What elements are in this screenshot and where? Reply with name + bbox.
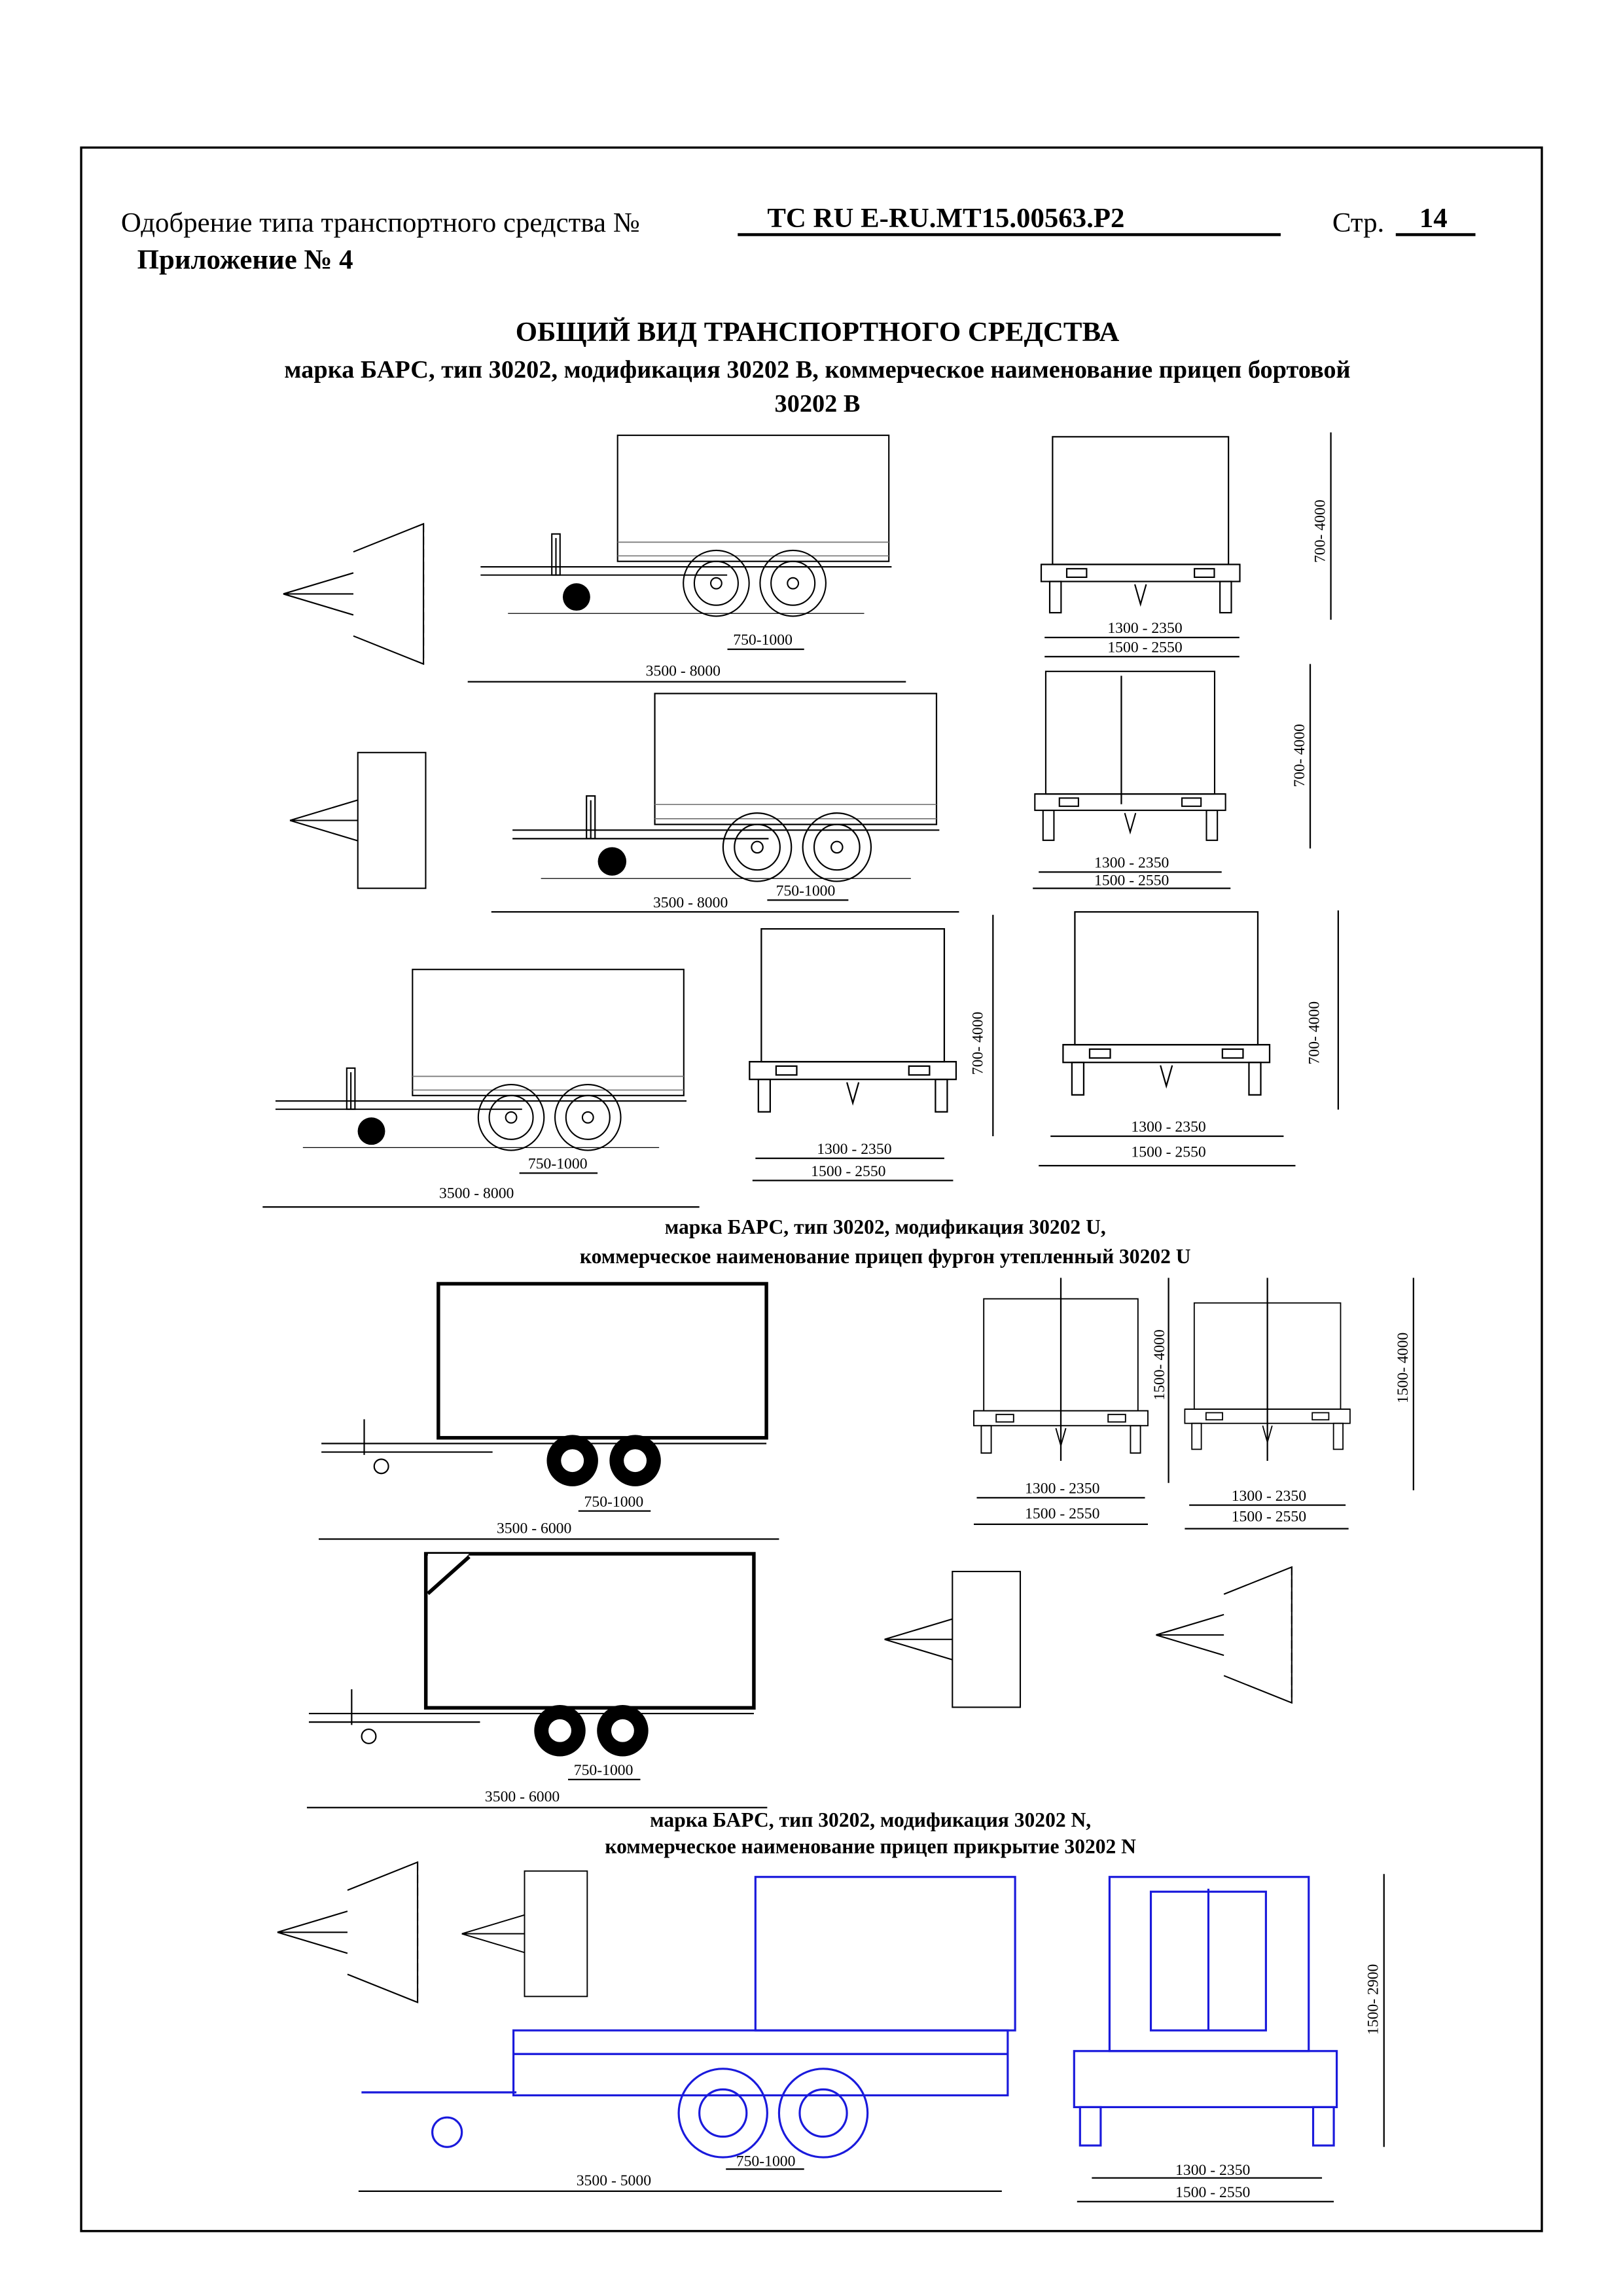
track-label: 1300 - 2350: [1094, 855, 1169, 872]
appendix-label: Приложение № 4: [137, 244, 353, 275]
drawing-30202u-top-view-b: [1155, 1566, 1293, 1704]
wheelbase-label: 750-1000: [574, 1762, 633, 1779]
drawing-30202b-rear-view-3a: [749, 927, 957, 1113]
approval-prefix: Одобрение типа транспортного средства №: [121, 207, 640, 238]
section-b-caption-1: марка БАРС, тип 30202, модификация 30202…: [284, 356, 1350, 384]
width-label: 1500 - 2550: [1107, 639, 1182, 656]
section-b-caption-2: 30202 В: [775, 390, 861, 418]
section-u-caption-2: коммерческое наименование прицеп фургон …: [580, 1245, 1191, 1268]
track-label: 1300 - 2350: [817, 1141, 891, 1158]
page-number: 14: [1419, 203, 1448, 234]
drawing-30202b-rear-view-2: [1034, 670, 1226, 841]
drawing-30202u-top-view-a: [883, 1570, 1022, 1708]
height-label: 700- 4000: [1306, 1001, 1323, 1065]
length-label: 3500 - 6000: [485, 1789, 560, 1806]
length-label: 3500 - 8000: [653, 895, 728, 912]
drawing-30202b-side-view-1: [480, 434, 893, 617]
wheelbase-label: 750-1000: [736, 2153, 796, 2170]
section-u-caption-1: марка БАРС, тип 30202, модификация 30202…: [665, 1215, 1106, 1238]
drawing-30202b-side-view-2: [511, 692, 940, 882]
drawing-30202u-side-view-1: [321, 1283, 766, 1486]
length-label: 3500 - 6000: [497, 1520, 571, 1537]
section-n-caption-2: коммерческое наименование прицеп прикрыт…: [605, 1835, 1136, 1858]
drawing-30202u-side-view-2: [309, 1554, 754, 1756]
width-label: 1500 - 2550: [1131, 1144, 1205, 1161]
track-label: 1300 - 2350: [1025, 1480, 1099, 1498]
drawing-30202b-side-view-3: [274, 969, 688, 1151]
width-label: 1500 - 2550: [1025, 1505, 1099, 1522]
document-title: ОБЩИЙ ВИД ТРАНСПОРТНОГО СРЕДСТВА: [516, 317, 1120, 348]
drawing-30202n-rear-view: [1073, 1876, 1338, 2147]
height-label: 700- 4000: [1312, 499, 1329, 563]
page-frame: [80, 146, 1543, 2233]
drawing-30202u-rear-view-b: [1184, 1278, 1351, 1461]
width-label: 1500 - 2550: [811, 1163, 885, 1180]
drawing-30202b-rear-view-1: [1040, 436, 1241, 614]
page-prefix: Стр.: [1332, 207, 1384, 238]
wheelbase-label: 750-1000: [584, 1494, 644, 1511]
length-label: 3500 - 5000: [577, 2172, 651, 2189]
length-label: 3500 - 8000: [646, 663, 721, 680]
width-label: 1500 - 2550: [1232, 1508, 1306, 1525]
drawing-30202n-top-view-b: [461, 1870, 588, 1998]
track-label: 1300 - 2350: [1107, 620, 1182, 637]
section-n-caption-1: марка БАРС, тип 30202, модификация 30202…: [650, 1808, 1091, 1831]
track-label: 1300 - 2350: [1232, 1488, 1306, 1505]
wheelbase-label: 750-1000: [733, 632, 793, 649]
drawing-30202b-top-view-1: [282, 523, 425, 665]
width-label: 1500 - 2550: [1094, 872, 1169, 889]
height-label: 1500- 2900: [1365, 1964, 1382, 2035]
drawing-30202b-rear-view-3b: [1061, 910, 1271, 1096]
track-label: 1300 - 2350: [1175, 2162, 1250, 2179]
wheelbase-label: 750-1000: [528, 1156, 588, 1173]
wheelbase-label: 750-1000: [776, 882, 836, 899]
height-label: 700- 4000: [970, 1012, 987, 1075]
track-label: 1300 - 2350: [1131, 1119, 1205, 1136]
height-label: 1500- 4000: [1151, 1329, 1168, 1400]
height-label: 700- 4000: [1291, 724, 1308, 787]
drawing-30202n-side-view: [361, 1876, 1016, 2159]
width-label: 1500 - 2550: [1175, 2184, 1250, 2201]
drawing-30202n-top-view-a: [276, 1861, 419, 2003]
length-label: 3500 - 8000: [439, 1185, 514, 1202]
drawing-30202b-top-view-2: [289, 751, 427, 889]
approval-number: TC RU E-RU.MT15.00563.P2: [767, 203, 1124, 234]
height-label: 1500- 4000: [1395, 1333, 1412, 1403]
drawing-30202u-rear-view-a: [972, 1278, 1149, 1461]
